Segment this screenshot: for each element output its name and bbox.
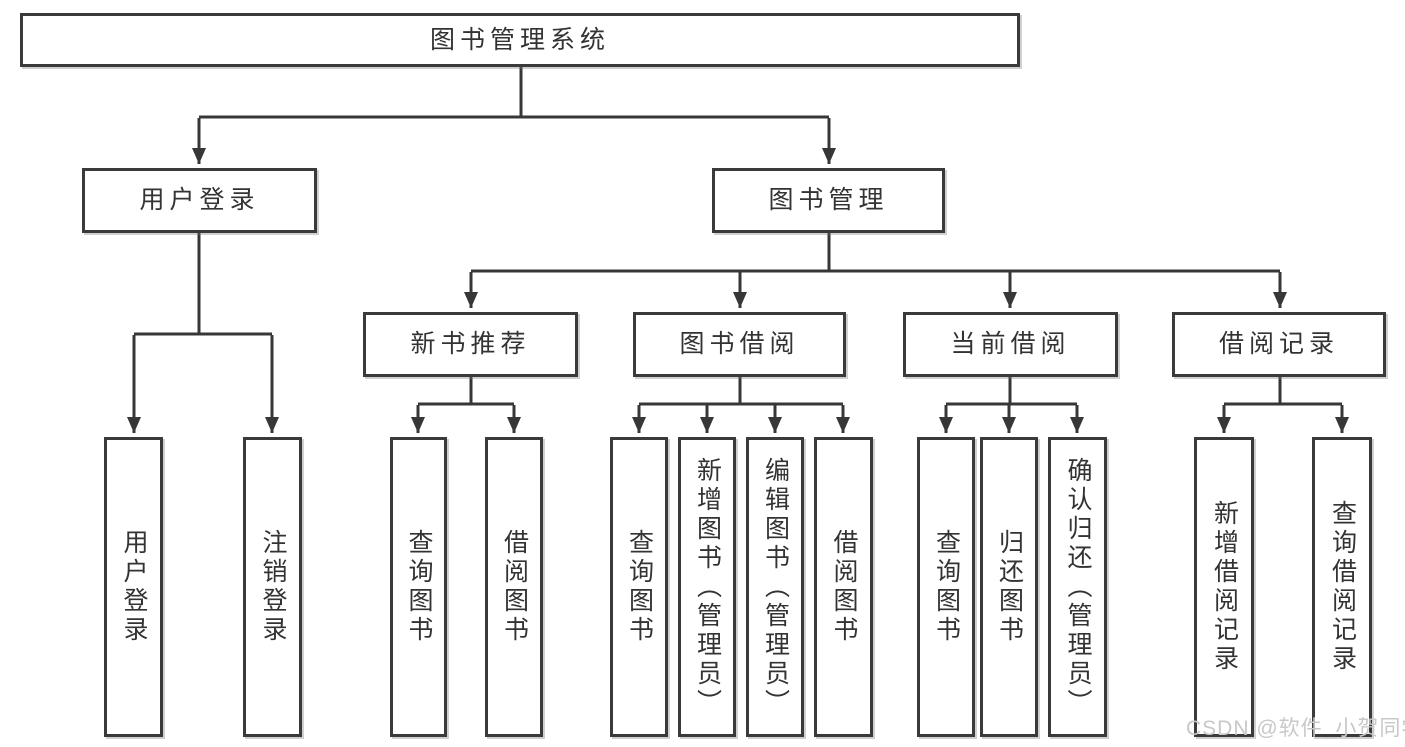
node-label: 用户登录 xyxy=(139,186,260,214)
leaf-borrow-books-borrowing: 借阅图书 xyxy=(814,437,873,737)
node-book-borrowing: 图书借阅 xyxy=(633,312,846,377)
node-label: 新书推荐 xyxy=(410,330,531,358)
leaf-query-books-borrowing: 查询图书 xyxy=(610,437,668,737)
node-new-book-recommendation: 新书推荐 xyxy=(363,312,578,377)
node-label: 当前借阅 xyxy=(950,330,1071,358)
node-label: 查询图书 xyxy=(932,529,961,645)
node-label: 图书借阅 xyxy=(679,330,800,358)
node-user-login: 用户登录 xyxy=(82,168,317,233)
node-label: 查询图书 xyxy=(405,529,433,645)
node-book-management: 图书管理 xyxy=(712,168,945,233)
node-label: 图书管理系统 xyxy=(429,25,610,54)
node-label: 编辑图书（管理员） xyxy=(761,456,790,718)
leaf-add-books-admin: 新增图书（管理员） xyxy=(678,437,736,737)
leaf-user-login: 用户登录 xyxy=(104,437,163,737)
node-current-borrowing: 当前借阅 xyxy=(903,312,1118,377)
node-label: 查询图书 xyxy=(625,529,654,645)
watermark: CSDN @软件_小贺同学 xyxy=(1186,717,1405,740)
node-label: 借阅记录 xyxy=(1218,330,1339,358)
node-label: 归还图书 xyxy=(995,529,1024,645)
node-label: 确认归还（管理员） xyxy=(1064,456,1092,718)
leaf-query-books-current: 查询图书 xyxy=(917,437,975,737)
node-label: 新增借阅记录 xyxy=(1210,500,1239,674)
node-label: 借阅图书 xyxy=(500,529,529,645)
leaf-confirm-return-admin: 确认归还（管理员） xyxy=(1048,437,1107,737)
node-label: 注销登录 xyxy=(259,529,287,645)
node-label: 用户登录 xyxy=(120,529,148,645)
leaf-add-borrow-record: 新增借阅记录 xyxy=(1194,437,1254,737)
node-label: 新增图书（管理员） xyxy=(693,456,722,718)
leaf-return-books: 归还图书 xyxy=(980,437,1038,737)
node-label: 图书管理 xyxy=(768,186,889,214)
leaf-query-borrow-record: 查询借阅记录 xyxy=(1312,437,1372,737)
node-borrowing-records: 借阅记录 xyxy=(1172,312,1386,377)
node-library-system: 图书管理系统 xyxy=(20,13,1020,67)
leaf-edit-books-admin: 编辑图书（管理员） xyxy=(746,437,804,737)
node-label: 查询借阅记录 xyxy=(1328,500,1357,674)
leaf-borrow-books-recommend: 借阅图书 xyxy=(485,437,543,737)
node-label: 借阅图书 xyxy=(830,529,858,645)
leaf-query-books-recommend: 查询图书 xyxy=(390,437,447,737)
leaf-logout: 注销登录 xyxy=(243,437,302,737)
